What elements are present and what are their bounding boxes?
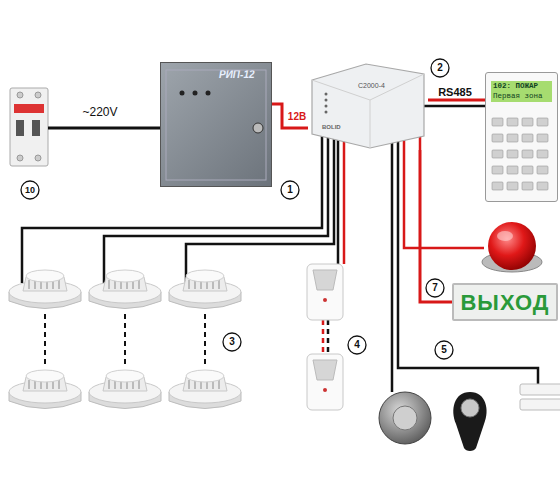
callout-number: 2 bbox=[437, 63, 443, 73]
key-reader bbox=[379, 392, 431, 444]
display-line: 102: ПОЖАР bbox=[491, 81, 552, 91]
voltage-label: 12В bbox=[288, 112, 306, 122]
device-name: РИП-12 bbox=[219, 70, 255, 80]
circuit-breaker bbox=[10, 88, 48, 166]
voltage-label: ~220V bbox=[82, 106, 117, 118]
bus-name: RS485 bbox=[438, 87, 472, 98]
callout-number: 10 bbox=[25, 186, 35, 195]
dashed-links bbox=[322, 320, 325, 354]
display-line: Первая зона bbox=[491, 91, 552, 102]
touch-key bbox=[453, 392, 486, 451]
callout-number: 5 bbox=[441, 345, 447, 355]
dashed-links bbox=[45, 314, 205, 368]
exit-sign: ВЫХОД bbox=[452, 283, 558, 321]
door-contact bbox=[520, 384, 560, 410]
mains-wire bbox=[48, 127, 160, 130]
controller-facet bbox=[312, 74, 424, 148]
callout-number: 1 bbox=[287, 185, 293, 195]
wire-connector bbox=[428, 99, 485, 102]
sign-text: ВЫХОД bbox=[454, 292, 556, 314]
wire-connector bbox=[420, 150, 452, 302]
keypad-display: 102: ПОЖАРПервая зона bbox=[485, 72, 558, 202]
callout-number: 4 bbox=[354, 340, 360, 350]
smoke-detector bbox=[9, 270, 241, 409]
controller-leds bbox=[325, 93, 328, 114]
controller-housing bbox=[308, 60, 428, 150]
brand-mark: BOLID bbox=[322, 124, 341, 130]
controller-unit: С2000-4BOLID bbox=[308, 60, 428, 150]
callout-number: 7 bbox=[432, 283, 438, 293]
loop-wires bbox=[22, 106, 538, 392]
callout-circle bbox=[21, 59, 453, 359]
motion-detector bbox=[307, 264, 343, 410]
device-name: С2000-4 bbox=[358, 82, 385, 89]
power-supply-box: РИП-12 bbox=[160, 62, 272, 187]
wire-connector bbox=[272, 104, 308, 128]
psu-indicators bbox=[166, 70, 266, 180]
callout-number: 3 bbox=[229, 337, 235, 347]
dashed-links bbox=[327, 320, 330, 354]
controller-outline bbox=[312, 64, 424, 148]
keypad-keys bbox=[492, 118, 548, 190]
siren bbox=[482, 222, 542, 272]
